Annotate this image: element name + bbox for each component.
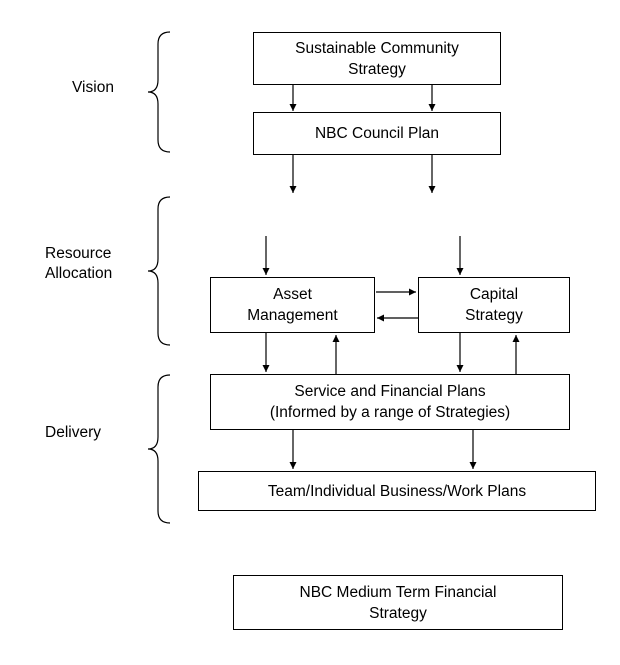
delivery-brace bbox=[147, 374, 171, 524]
vision-brace bbox=[147, 31, 171, 153]
phase-label-delivery: Delivery bbox=[45, 424, 101, 441]
resource-allocation-brace bbox=[147, 196, 171, 346]
council-plan-box: NBC Council Plan bbox=[253, 112, 501, 155]
phase-label-vision: Vision bbox=[72, 79, 114, 96]
medium-term-financial-strategy-box: NBC Medium Term Financial Strategy bbox=[233, 575, 563, 630]
capital-strategy-box: Capital Strategy bbox=[418, 277, 570, 333]
phase-label-resource-allocation: Resource Allocation bbox=[45, 245, 113, 282]
asset-management-box: Asset Management bbox=[210, 277, 375, 333]
team-plans-box: Team/Individual Business/Work Plans bbox=[198, 471, 596, 511]
service-financial-plans-box: Service and Financial Plans (Informed by… bbox=[210, 374, 570, 430]
sustainable-community-strategy-box: Sustainable Community Strategy bbox=[253, 32, 501, 85]
